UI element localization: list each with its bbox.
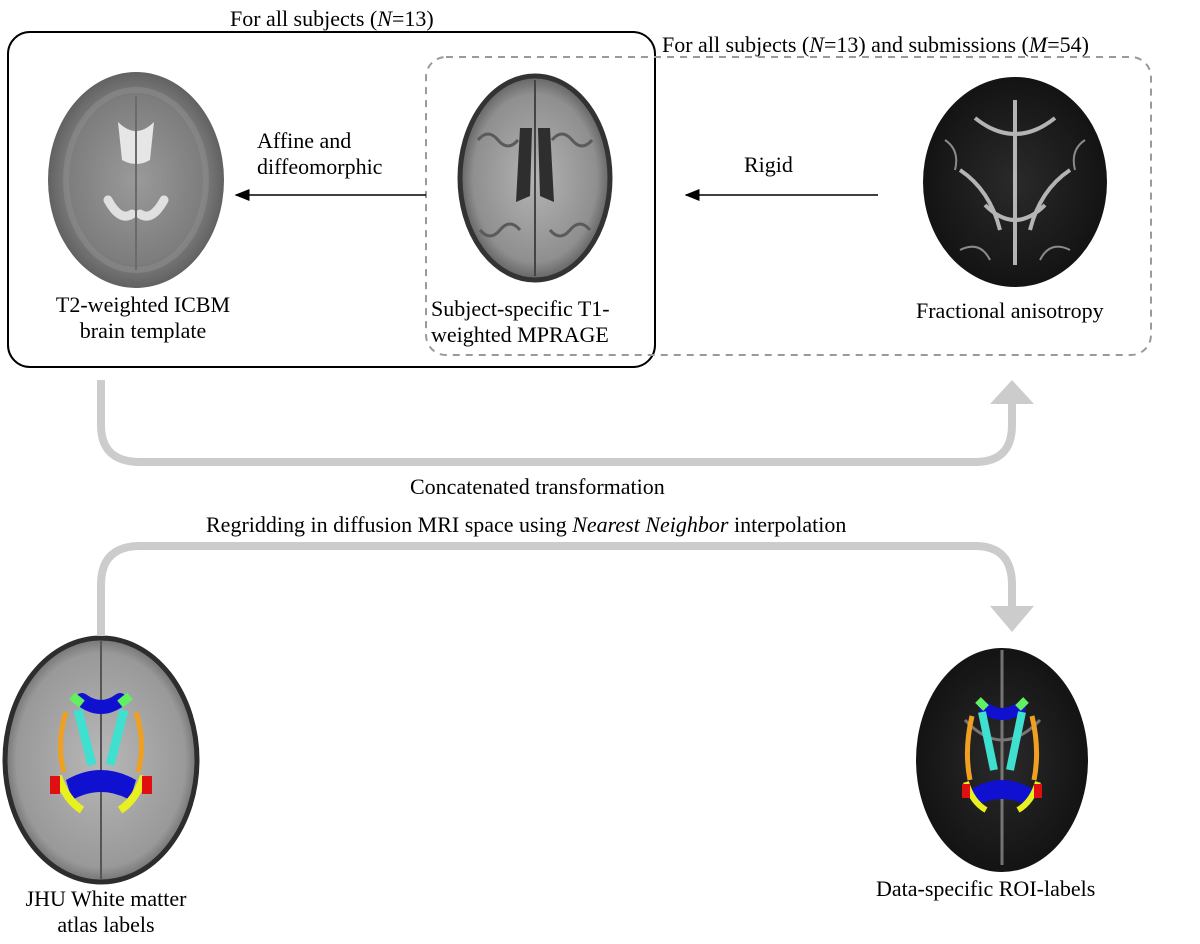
subjects-header: For all subjects (N=13) [230,6,434,31]
submissions-box [425,56,1152,356]
t1-mprage-image [457,73,613,283]
template-label: T2-weighted ICBM brain template [55,292,231,343]
t1-label: Subject-specific T1- weighted MPRAGE [431,296,610,347]
concat-label: Concatenated transformation [410,474,665,499]
regrid-arrow [97,542,1016,636]
submissions-header: For all subjects (N=13) and submissions … [662,32,1089,57]
t2-template-image [48,72,224,288]
rigid-label: Rigid [744,152,793,177]
affine-label: Affine and diffeomorphic [257,128,383,179]
roi-labels-image [916,648,1088,872]
fa-image [923,77,1107,287]
subjects-box [7,31,656,368]
concat-arrowhead [990,380,1034,404]
atlas-label: JHU White matter atlas labels [25,886,187,937]
regrid-arrowhead [990,606,1034,632]
concat-transform-arrow [97,380,1016,466]
roi-label: Data-specific ROI-labels [876,876,1096,901]
fa-label: Fractional anisotropy [916,298,1104,323]
regrid-label: Regridding in diffusion MRI space using … [206,512,847,537]
jhu-atlas-image [2,635,200,885]
